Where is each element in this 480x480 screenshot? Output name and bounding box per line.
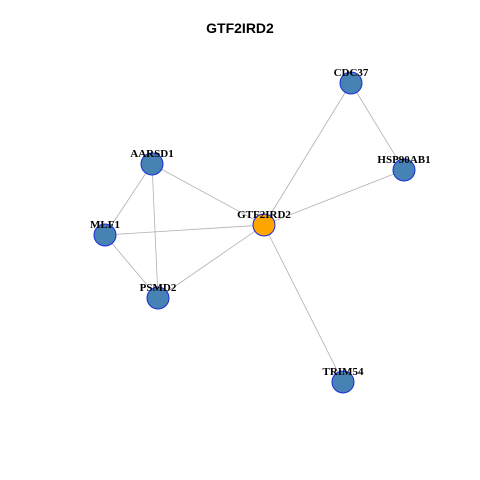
edge-mlf1-gtf2ird2 [104,224,265,236]
node-gtf2ird2[interactable] [252,213,276,237]
edge-aarsd1-mlf1 [104,163,153,236]
node-label-gtf2ird2: GTF2IRD2 [237,209,291,221]
node-label-cdc37: CDC37 [334,67,369,79]
edge-cdc37-gtf2ird2 [263,82,352,226]
node-aarsd1[interactable] [140,152,164,176]
node-label-trim54: TRIM54 [323,366,364,378]
edge-psmd2-gtf2ird2 [157,224,265,299]
nodes-layer [93,71,416,394]
node-cdc37[interactable] [339,71,363,95]
edge-hsp90ab1-gtf2ird2 [263,169,405,226]
edges-layer [104,82,405,383]
node-label-hsp90ab1: HSP90AB1 [377,154,430,166]
edge-mlf1-psmd2 [104,234,159,299]
node-psmd2[interactable] [146,286,170,310]
node-hsp90ab1[interactable] [392,158,416,182]
diagram-title: GTF2IRD2 [206,20,274,36]
edge-cdc37-hsp90ab1 [350,82,405,171]
node-mlf1[interactable] [93,223,117,247]
node-trim54[interactable] [331,370,355,394]
node-label-psmd2: PSMD2 [140,282,177,294]
node-label-mlf1: MLF1 [90,219,120,231]
node-label-aarsd1: AARSD1 [130,148,173,160]
edge-aarsd1-gtf2ird2 [151,163,265,226]
edge-aarsd1-psmd2 [151,163,159,299]
edge-gtf2ird2-trim54 [263,224,344,383]
